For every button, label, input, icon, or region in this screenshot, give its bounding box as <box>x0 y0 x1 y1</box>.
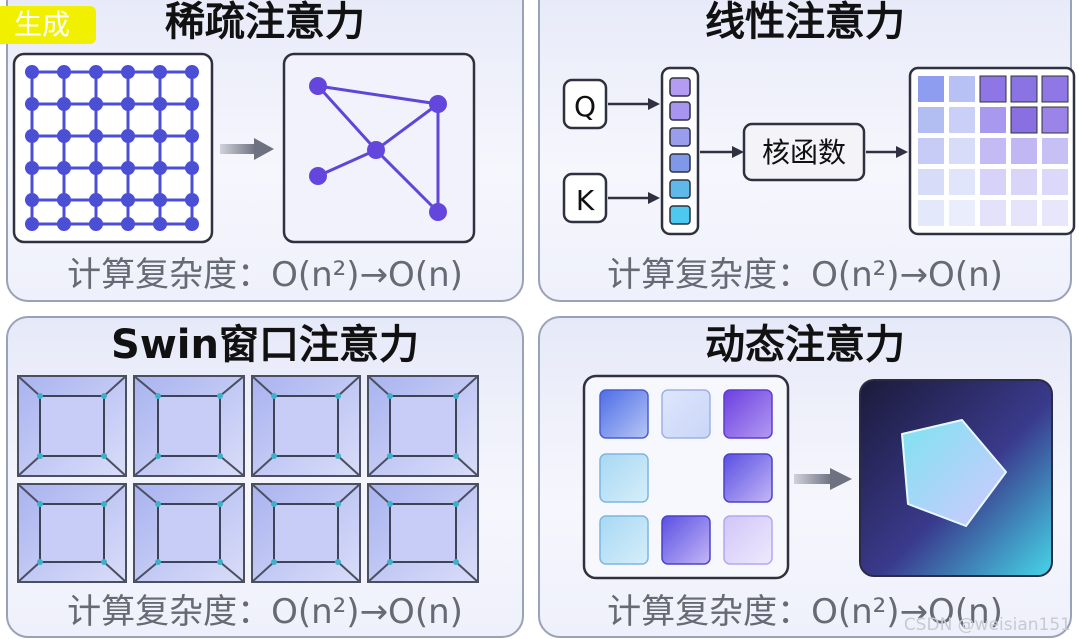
kernel-arrows <box>700 146 908 158</box>
dynamic-token-grid <box>582 374 790 580</box>
linear-complexity-text: 计算复杂度：O(n²)→O(n) <box>607 255 1003 295</box>
q-label: Q <box>574 90 596 123</box>
kernel-function-box: 核函数 <box>742 122 866 182</box>
sparse-complexity-text: 计算复杂度：O(n²)→O(n) <box>67 255 463 295</box>
attention-matrix <box>908 66 1076 236</box>
arrow-dynamic <box>794 468 852 490</box>
window-2-2 <box>133 483 245 583</box>
linear-attention-title: 线性注意力 <box>705 0 905 45</box>
window-1-4 <box>367 375 479 477</box>
dynamic-attention-title: 动态注意力 <box>705 322 905 368</box>
sparse-attention-title: 稀疏注意力 <box>165 0 365 45</box>
sparse-graph <box>282 52 476 244</box>
dynamic-output-card <box>859 379 1053 577</box>
generated-badge: 生成 <box>0 6 96 44</box>
q-box: Q <box>562 78 608 130</box>
swin-complexity-text: 计算复杂度：O(n²)→O(n) <box>67 592 463 632</box>
swin-attention-title: Swin窗口注意力 <box>111 322 419 368</box>
window-2-3 <box>251 483 361 583</box>
arrow-sparse <box>220 138 274 160</box>
window-1-2 <box>133 375 245 477</box>
swin-windows <box>17 375 479 583</box>
k-label: K <box>576 184 595 217</box>
window-1-3 <box>251 375 361 477</box>
window-2-4 <box>367 483 479 583</box>
dynamic-complexity-text: 计算复杂度：O(n²)→O(n) <box>607 592 1003 632</box>
qk-arrows <box>608 98 660 204</box>
dense-grid-graph <box>12 52 214 244</box>
window-1-1 <box>17 375 127 477</box>
watermark: CSDN @weisian151 <box>903 615 1071 635</box>
k-box: K <box>562 172 608 224</box>
feature-vector <box>660 66 700 236</box>
window-2-1 <box>17 483 127 583</box>
kernel-label: 核函数 <box>762 136 846 169</box>
